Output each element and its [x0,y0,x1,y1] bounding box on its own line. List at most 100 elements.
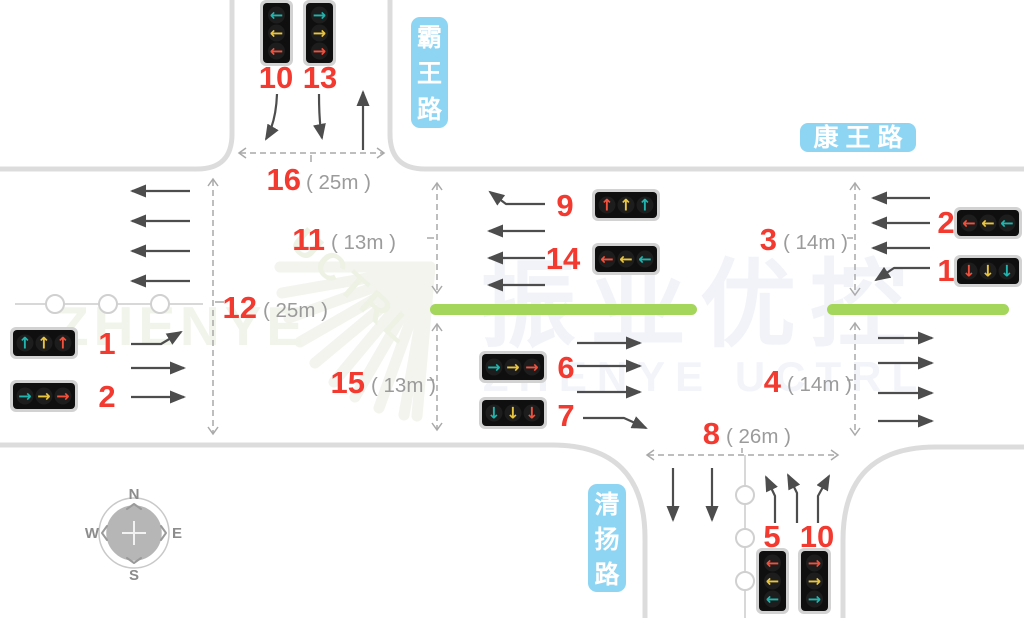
compass-chevron-south [126,557,142,564]
compass-chevron-east [160,525,167,541]
measure-dist-11: ( 13m ) [331,231,396,254]
signal-pole-south [735,455,755,618]
signal-label-e1: 1 [937,253,954,288]
signal-label-e2: 2 [937,205,954,240]
lane-arrow-bent [874,266,930,282]
watermark-side-text: ZHENYE [55,295,308,357]
signal-glyph: → [313,24,326,43]
signal-glyph: ← [766,572,779,591]
lane-arrow-bent [131,330,183,346]
measure-dist-4: ( 14m ) [787,373,852,396]
signal-head-w1: ↑ ↑ ↑ [10,327,78,359]
lane-arrow-bent [488,190,545,206]
compass-letter-s: S [129,567,139,584]
measure-num-3: 3 [760,222,777,257]
signal-head-m14: ← ← ← [592,243,660,275]
compass-letter-n: N [129,486,140,503]
signal-glyph: ↑ [56,334,69,353]
signal-glyph: ← [1000,214,1013,233]
signal-glyph: → [525,358,538,377]
lane-arrows-north-road [264,90,370,150]
road-label-char: 清 [594,491,619,519]
fan-logo-watermark [274,261,436,422]
signal-glyph: ← [981,214,994,233]
road-edge-southeast [840,444,1024,618]
road-label-char: 康 [813,123,839,152]
median-strip-east [827,304,1009,315]
signal-glyph: ← [270,6,283,25]
measure-dist-15: ( 13m ) [371,374,436,397]
lane-arrows-mid-westbound [487,190,545,292]
signal-glyph: ↓ [1000,262,1013,281]
compass-letter-w: W [85,525,100,542]
lane-arrow-bent [313,93,326,140]
pole-node [150,294,170,314]
signal-label-w1: 1 [98,326,115,361]
signal-glyph: → [808,554,821,573]
signal-head-s5: ← ← ← [756,548,789,614]
signal-glyph: → [487,358,500,377]
signal-label-n10: 10 [259,60,293,95]
road-label-char: 路 [877,124,903,152]
signal-glyph: ← [270,42,283,61]
signal-head-e2: ← ← ← [954,207,1022,239]
lane-arrows-east-westbound [871,191,930,282]
signal-number-labels: 10 13 1 2 9 14 6 7 2 1 5 10 [98,60,954,554]
signal-glyph: ← [962,214,975,233]
signal-glyph: ↑ [638,196,651,215]
lane-arrows-east-outbound [878,331,934,428]
measurement-lines [207,147,861,461]
signal-glyph: → [56,387,69,406]
signal-glyph: ← [766,554,779,573]
signal-pole-west [15,294,203,314]
road-label-pill [588,484,626,592]
signal-glyph: ↓ [962,262,975,281]
signal-glyph: → [506,358,519,377]
lane-arrows-west-outbound [130,184,190,288]
road-label-north: 霸 王 路 [411,17,448,128]
signal-glyph: → [808,572,821,591]
signal-label-s10: 10 [800,519,834,554]
signal-glyph: → [18,387,31,406]
watermark-en-text: ZHENYE UCTRL [483,353,927,400]
road-label-pill [800,123,916,152]
road-label-char: 路 [594,561,620,589]
lane-arrows-west-approach [131,330,186,404]
road-edge-southwest [0,442,648,618]
signal-glyph: ↑ [18,334,31,353]
compass-cross [122,521,146,545]
road-edge-northwest [0,0,235,172]
road-edge-northeast [387,0,1024,172]
measure-num-11: 11 [292,222,325,257]
signal-label-w2: 2 [98,379,115,414]
compass-chevron-west [101,525,108,541]
pole-node [735,528,755,548]
measure-dist-8: ( 26m ) [726,425,791,448]
signal-glyph: ↓ [981,262,994,281]
compass-letter-e: E [172,525,182,542]
signal-glyph: → [313,6,326,25]
measure-dist-12: ( 25m ) [263,299,328,322]
measure-dist-16: ( 25m ) [306,171,371,194]
pole-node [735,485,755,505]
lane-arrow-bent [583,416,648,430]
signal-glyph: → [313,42,326,61]
signal-head-e1: ↓ ↓ ↓ [954,255,1022,287]
signal-label-m14: 14 [546,241,581,276]
signal-label-m7: 7 [557,398,574,433]
signal-head-m6: → → → [479,351,547,383]
road-label-south: 清 扬 路 [588,484,626,592]
pole-node [98,294,118,314]
compass-outer-ring [98,497,170,569]
signal-label-m9: 9 [556,188,573,223]
signal-glyph: ← [766,590,779,609]
compass-chevron-north [126,503,142,510]
compass: N S W E [85,486,182,584]
signal-glyph: ↑ [37,334,50,353]
road-label-char: 王 [417,60,442,88]
signal-glyph: ↑ [600,196,613,215]
median-strip-west [430,304,697,315]
signal-head-w2: → → → [10,380,78,412]
